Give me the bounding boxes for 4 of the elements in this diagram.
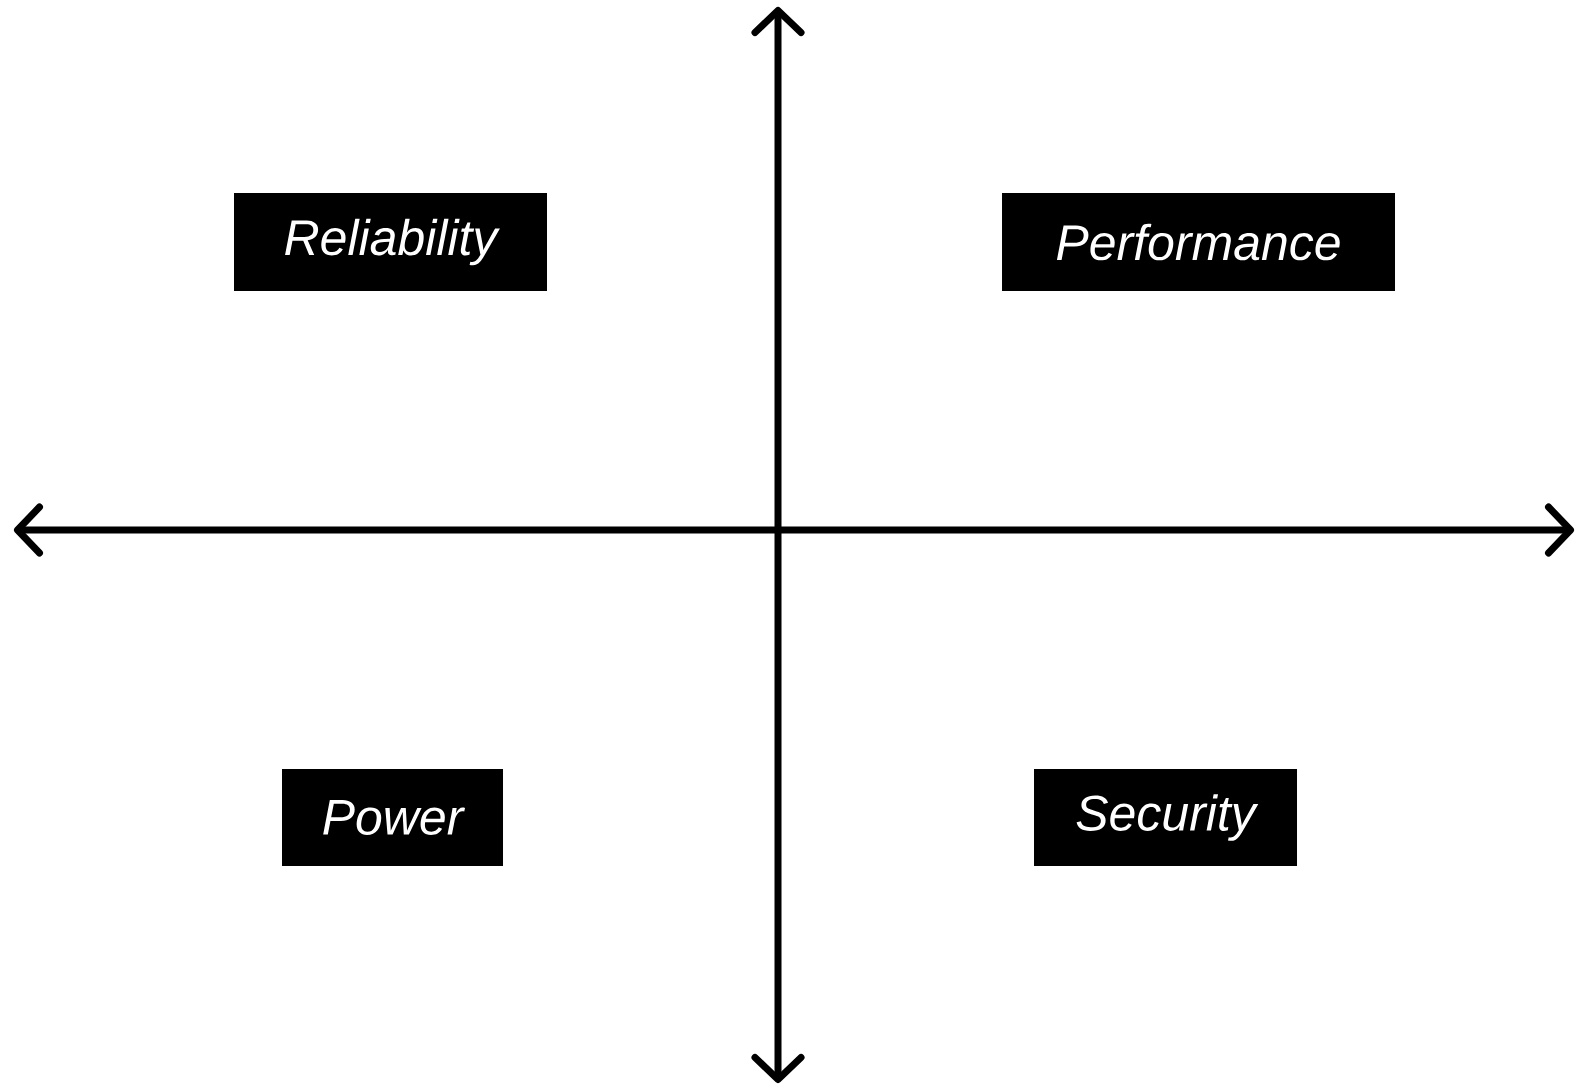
label-box: Security — [1034, 769, 1297, 866]
label-box: Reliability — [234, 193, 547, 291]
label-box: Performance — [1002, 193, 1395, 291]
label-box: Power — [282, 769, 503, 866]
